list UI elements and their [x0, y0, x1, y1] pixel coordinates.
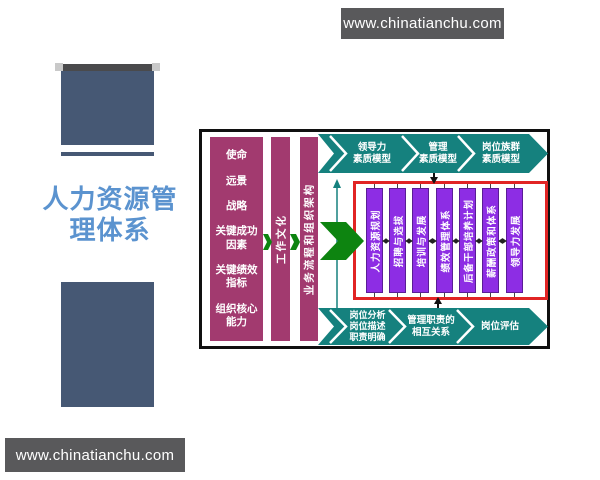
- pillar-successor-cultivation: 后备干部培养计划: [459, 188, 476, 293]
- foundation-item-mission: 使命: [226, 149, 247, 162]
- work-culture-label: 工作文化: [275, 214, 287, 264]
- pillar-label: 招聘与选拔: [393, 214, 405, 267]
- foundation-item-csf: 关键成功因素: [215, 225, 258, 251]
- foundation-item-core-competence: 组织核心能力: [215, 302, 258, 328]
- band-item-responsibility-relations: 管理职责的 相互关系: [407, 314, 455, 338]
- pillar-recruiting-selection: 招聘与选拔: [389, 188, 406, 293]
- decorative-rectangle-bottom: [61, 282, 154, 407]
- pillar-compensation-policy: 薪酬政策和体系: [482, 188, 499, 293]
- band-item-jobfamily-model: 岗位族群 素质模型: [481, 141, 520, 165]
- band-item-job-evaluation: 岗位评估: [480, 320, 519, 332]
- pillar-label: 绩效管理体系: [440, 208, 452, 273]
- band-item-leadership-model: 领导力 素质模型: [352, 141, 391, 165]
- band-item-management-model: 管理 素质模型: [418, 141, 457, 165]
- business-process-column: 业务流程和组织架构: [300, 137, 318, 341]
- page-title: 人力资源管 理体系: [42, 184, 178, 246]
- watermark-top: www.chinatianchu.com: [341, 8, 504, 39]
- foundation-item-vision: 远景: [226, 174, 247, 187]
- divider-line: [61, 152, 154, 156]
- pillar-label: 薪酬政策和体系: [486, 203, 498, 278]
- foundation-item-strategy: 战略: [226, 200, 247, 213]
- band-item-job-analysis: 岗位分析 岗位描述 职责明确: [349, 309, 386, 343]
- decorative-rectangle-top: [61, 71, 154, 145]
- watermark-top-text: www.chinatianchu.com: [343, 15, 502, 32]
- watermark-bottom-text: www.chinatianchu.com: [15, 446, 175, 464]
- green-arrow-small-2-icon: [290, 234, 300, 250]
- foundation-column: 使命 远景 战略 关键成功因素 关键绩效指标 组织核心能力: [210, 137, 263, 341]
- job-analysis-band: 岗位分析 岗位描述 职责明确 管理职责的 相互关系 岗位评估: [318, 308, 548, 345]
- pillar-label: 人力资源规划: [370, 208, 382, 273]
- feedback-line-arrow: [333, 179, 341, 308]
- work-culture-column: 工作文化: [271, 137, 290, 341]
- watermark-bottom: www.chinatianchu.com: [5, 438, 185, 472]
- foundation-item-kpi: 关键绩效指标: [215, 264, 258, 290]
- chevron-ribbon-top: [318, 134, 548, 173]
- pillar-label: 领导力发展: [510, 214, 522, 267]
- top-accent-bar: [63, 64, 155, 71]
- chevron-ribbon-bottom: [318, 308, 548, 345]
- resize-handle-right-icon: [152, 63, 160, 71]
- pillar-training-development: 培训与发展: [412, 188, 429, 293]
- business-process-label: 业务流程和组织架构: [303, 182, 316, 296]
- pillar-label: 后备干部培养计划: [463, 198, 475, 283]
- hr-system-diagram: 使命 远景 战略 关键成功因素 关键绩效指标 组织核心能力 工作文化 业务流程和…: [199, 129, 550, 349]
- pillar-hr-planning: 人力资源规划: [366, 188, 383, 293]
- resize-handle-left-icon: [55, 63, 63, 71]
- pillar-leadership-development: 领导力发展: [506, 188, 523, 293]
- pillar-performance-management: 绩效管理体系: [436, 188, 453, 293]
- pillar-label: 培训与发展: [416, 214, 428, 267]
- competency-models-band: 领导力 素质模型 管理 素质模型 岗位族群 素质模型: [318, 134, 548, 173]
